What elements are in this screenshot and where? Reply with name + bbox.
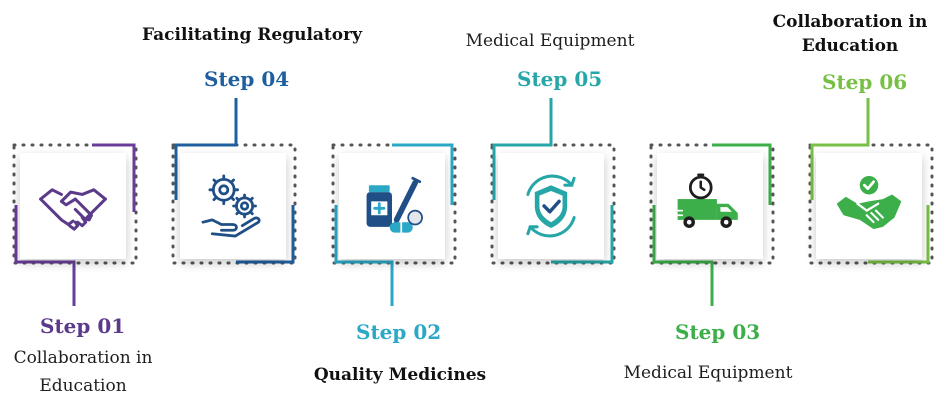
connector-step-04 — [174, 98, 238, 200]
caption-step-05: Medical Equipment — [465, 31, 635, 51]
dotted-frame-3 — [649, 143, 775, 265]
connector-step-01 — [92, 143, 136, 212]
caption-step-06: Collaboration in Education — [772, 12, 928, 56]
step-label-03: Step 03 — [675, 320, 761, 344]
card-step-05 — [498, 153, 604, 259]
step-label-04: Step 04 — [204, 67, 290, 91]
card-step-04 — [180, 153, 286, 259]
dotted-frame-6 — [808, 143, 934, 265]
handshake-check-icon — [836, 175, 902, 230]
step-label-01: Step 01 — [40, 314, 126, 338]
caption-step-02: Quality Medicines — [313, 365, 487, 385]
card-step-01 — [20, 153, 126, 259]
connector-step-01-lower — [14, 205, 76, 306]
medicine-syringe-icon — [366, 176, 423, 234]
caption-step-01: Collaboration in Education — [13, 348, 153, 396]
connector-step-04-lower — [236, 205, 295, 264]
card-step-03 — [657, 153, 763, 259]
shield-check-icon — [526, 174, 576, 238]
connector-step-02 — [392, 143, 454, 205]
dotted-frame-2 — [331, 143, 457, 265]
step-label-02: Step 02 — [356, 320, 442, 344]
connector-step-06-lower — [868, 205, 930, 264]
gears-hand-icon — [201, 174, 261, 238]
dotted-frame-1 — [12, 143, 138, 265]
connector-step-05 — [492, 98, 553, 200]
dotted-frame-4 — [171, 143, 297, 265]
dotted-frame-5 — [490, 143, 616, 265]
caption-step-04: Facilitating Regulatory — [142, 25, 362, 45]
handshake-icon — [39, 188, 107, 231]
connector-step-03 — [712, 143, 772, 205]
connector-step-05-lower — [551, 205, 614, 264]
step-label-06: Step 06 — [822, 70, 908, 94]
caption-step-03: Medical Equipment — [623, 363, 793, 383]
connector-step-02-lower — [334, 205, 394, 306]
connector-step-06 — [810, 98, 870, 200]
delivery-truck-icon — [674, 173, 738, 228]
step-label-05: Step 05 — [517, 67, 603, 91]
card-step-06 — [816, 153, 922, 259]
card-step-02 — [339, 153, 445, 259]
connector-step-03-lower — [652, 205, 714, 306]
